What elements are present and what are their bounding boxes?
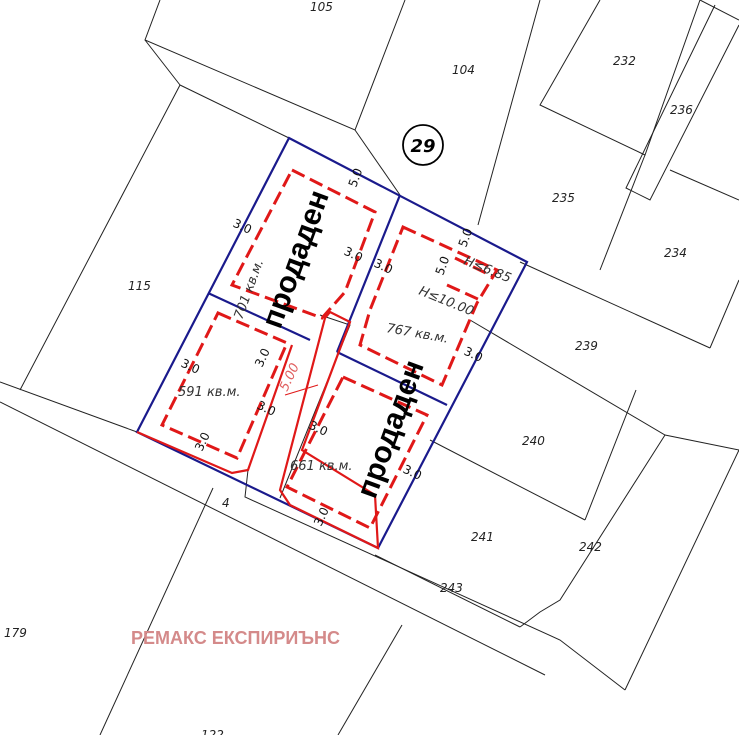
parcel-179: 179 xyxy=(4,626,27,640)
parcel-104: 104 xyxy=(452,63,475,77)
svg-text:5.0: 5.0 xyxy=(346,166,366,189)
svg-text:3.0: 3.0 xyxy=(192,430,213,453)
height-limit-high: H≤10.00 xyxy=(417,284,476,320)
lot-area-767: 767 кв.м. xyxy=(385,321,449,347)
parcel-243: 243 xyxy=(440,581,463,595)
height-limit-low: H≤6.85 xyxy=(462,254,514,286)
lot-area-661: 661 кв.м. xyxy=(290,459,353,474)
parcel-4: 4 xyxy=(222,496,230,510)
sold-label-lot1: продаден xyxy=(256,186,336,333)
svg-text:3.0: 3.0 xyxy=(231,216,254,237)
parcel-239: 239 xyxy=(575,339,598,353)
parcel-122: 122 xyxy=(201,728,224,735)
parcel-236: 236 xyxy=(670,103,693,117)
parcel-240: 240 xyxy=(522,434,545,448)
block-number: 29 xyxy=(410,136,435,157)
parcel-105: 105 xyxy=(310,0,333,14)
svg-text:5.0: 5.0 xyxy=(456,226,476,249)
parcel-235: 235 xyxy=(552,191,575,205)
strip-width: 5.00 xyxy=(277,361,303,394)
parcel-232: 232 xyxy=(613,54,636,68)
parcel-234: 234 xyxy=(664,246,687,260)
block-circle xyxy=(402,124,444,166)
watermark: РЕМАКС ЕКСПИРИЪНС xyxy=(131,628,340,648)
svg-text:5.0: 5.0 xyxy=(433,254,453,277)
parcel-242: 242 xyxy=(579,540,602,554)
svg-text:3.0: 3.0 xyxy=(255,398,278,419)
svg-text:3.0: 3.0 xyxy=(307,418,330,439)
svg-text:3.0: 3.0 xyxy=(179,356,202,377)
building-zones xyxy=(136,167,500,550)
parcel-241: 241 xyxy=(471,530,494,544)
lot-area-591: 591 кв.м. xyxy=(178,385,241,400)
svg-text:3.0: 3.0 xyxy=(252,346,273,369)
parcel-115: 115 xyxy=(128,279,151,293)
